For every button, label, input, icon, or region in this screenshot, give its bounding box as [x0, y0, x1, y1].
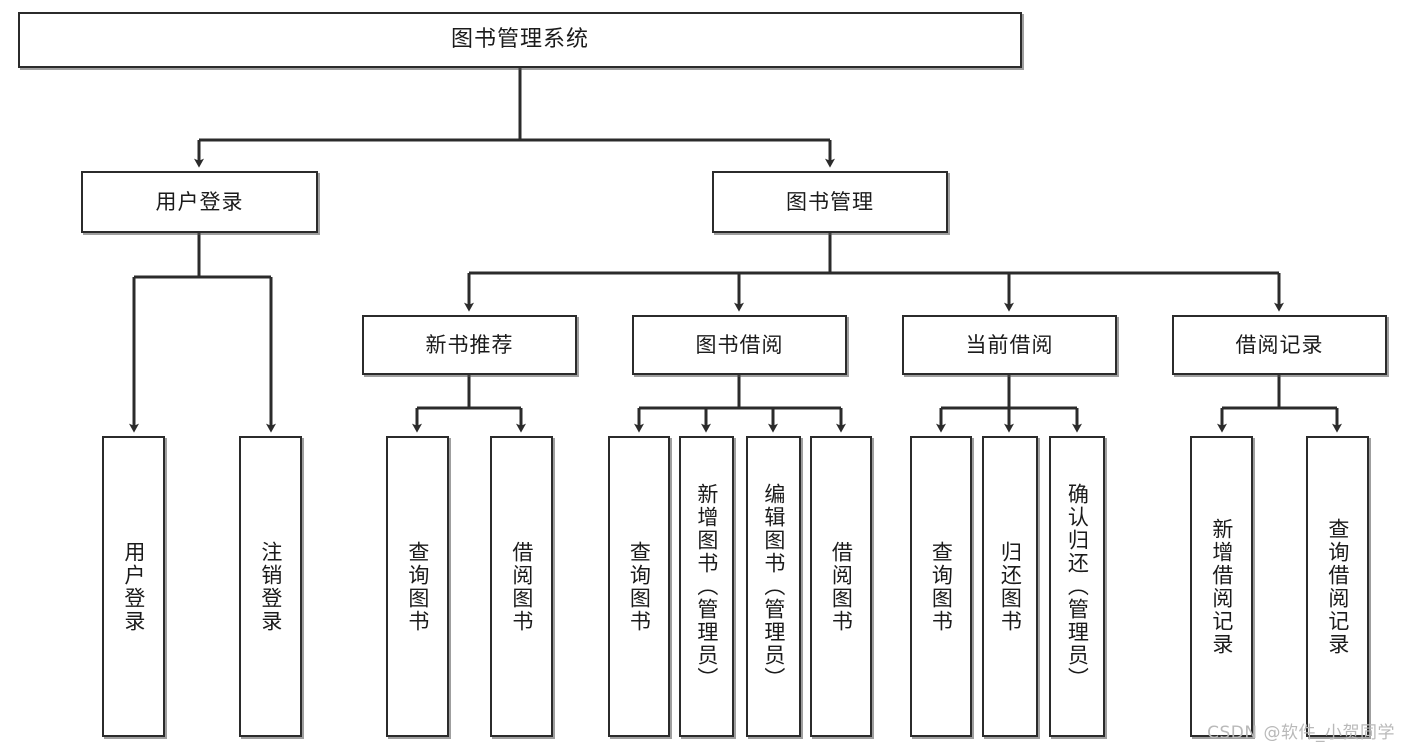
leaf-add-book-admin[interactable]: 新增图书（管理员） [679, 436, 734, 737]
leaf-query-book-current[interactable]: 查询图书 [910, 436, 972, 737]
node-label: 借阅记录 [1235, 332, 1324, 357]
node-label: 查询图书 [627, 540, 652, 633]
node-label: 注销登录 [258, 540, 283, 633]
node-label: 编辑图书（管理员） [761, 483, 786, 690]
node-borrow-record[interactable]: 借阅记录 [1172, 315, 1387, 375]
node-label: 查询借阅记录 [1325, 517, 1350, 656]
node-current-borrow[interactable]: 当前借阅 [902, 315, 1117, 375]
node-user-login[interactable]: 用户登录 [81, 171, 318, 233]
node-label: 归还图书 [998, 540, 1023, 633]
leaf-query-borrow-record[interactable]: 查询借阅记录 [1306, 436, 1369, 737]
leaf-user-login[interactable]: 用户登录 [102, 436, 165, 737]
leaf-logout[interactable]: 注销登录 [239, 436, 302, 737]
node-label: 用户登录 [121, 540, 146, 633]
leaf-edit-book-admin[interactable]: 编辑图书（管理员） [746, 436, 801, 737]
node-label: 图书管理系统 [450, 27, 589, 53]
leaf-query-book-recommend[interactable]: 查询图书 [386, 436, 449, 737]
leaf-return-book[interactable]: 归还图书 [982, 436, 1038, 737]
leaf-borrow-book-recommend[interactable]: 借阅图书 [490, 436, 553, 737]
node-label: 当前借阅 [965, 332, 1054, 357]
node-label: 新增图书（管理员） [694, 483, 719, 690]
node-label: 用户登录 [155, 189, 244, 214]
leaf-confirm-return-admin[interactable]: 确认归还（管理员） [1049, 436, 1105, 737]
node-root-system[interactable]: 图书管理系统 [18, 12, 1022, 68]
watermark-text: CSDN @软件_小贺同学 [1207, 723, 1395, 743]
node-book-management[interactable]: 图书管理 [712, 171, 948, 233]
node-label: 确认归还（管理员） [1065, 483, 1090, 690]
leaf-query-book-borrow[interactable]: 查询图书 [608, 436, 670, 737]
node-new-book-recommend[interactable]: 新书推荐 [362, 315, 577, 375]
node-book-borrow[interactable]: 图书借阅 [632, 315, 847, 375]
node-label: 借阅图书 [509, 540, 534, 633]
node-label: 查询图书 [405, 540, 430, 633]
node-label: 新增借阅记录 [1209, 517, 1234, 656]
node-label: 新书推荐 [425, 332, 514, 357]
node-label: 借阅图书 [829, 540, 854, 633]
leaf-add-borrow-record[interactable]: 新增借阅记录 [1190, 436, 1253, 737]
node-label: 图书管理 [786, 189, 874, 214]
leaf-borrow-book[interactable]: 借阅图书 [810, 436, 872, 737]
node-label: 图书借阅 [695, 332, 784, 357]
node-label: 查询图书 [929, 540, 954, 633]
